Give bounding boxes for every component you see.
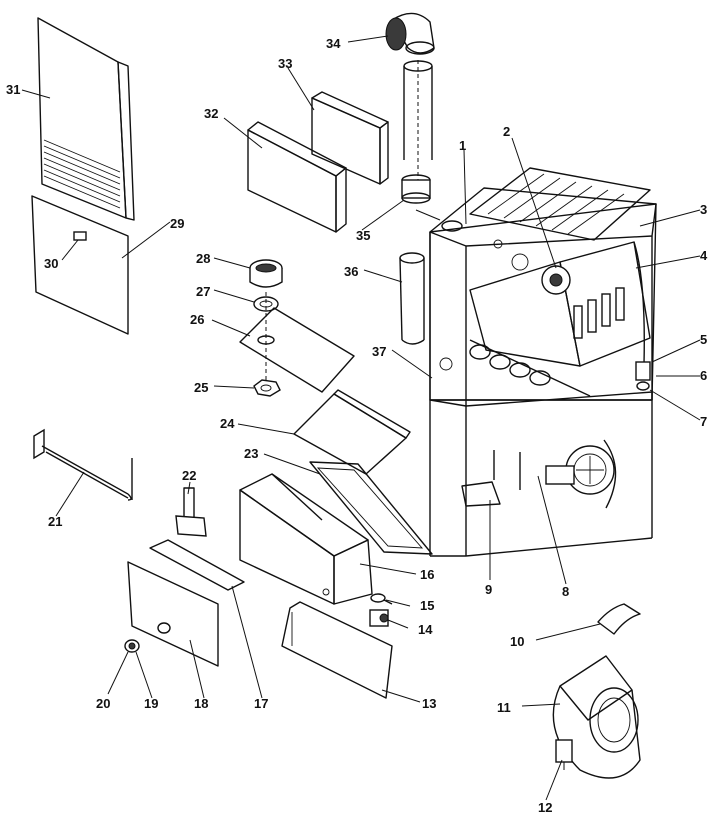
blower-motor — [545, 439, 617, 509]
door-latch — [73, 231, 87, 241]
upper-door-panel — [37, 17, 135, 221]
screw — [370, 593, 393, 605]
callout-17: 17 — [254, 696, 268, 711]
callout-35: 35 — [356, 228, 370, 243]
lower-door-panel — [31, 195, 129, 335]
burner-assembly — [469, 339, 591, 397]
callout-6: 6 — [700, 368, 707, 383]
callout-14: 14 — [418, 622, 433, 637]
pressure-tubing — [633, 241, 651, 391]
callout-11: 11 — [497, 700, 511, 715]
cover-strip — [149, 539, 245, 591]
small-bracket — [175, 487, 207, 537]
callout-1: 1 — [459, 138, 466, 153]
callout-22: 22 — [182, 468, 196, 483]
callout-32: 32 — [204, 106, 218, 121]
callout-9: 9 — [485, 582, 492, 597]
blower-housing — [552, 655, 641, 779]
callout-36: 36 — [344, 264, 358, 279]
callout-24: 24 — [220, 416, 235, 431]
control-bracket — [461, 450, 521, 507]
vent-coupling — [401, 174, 441, 221]
callout-34: 34 — [326, 36, 341, 51]
callout-37: 37 — [372, 344, 386, 359]
callout-19: 19 — [144, 696, 158, 711]
callout-3: 3 — [700, 202, 707, 217]
leader-lines — [21, 35, 701, 801]
callout-27: 27 — [196, 284, 210, 299]
limit-control — [249, 259, 283, 288]
callout-26: 26 — [190, 312, 204, 327]
callout-12: 12 — [538, 800, 552, 815]
filter-box-lower — [247, 121, 347, 233]
callout-23: 23 — [244, 446, 258, 461]
cabinet-opening — [441, 220, 463, 232]
callout-18: 18 — [194, 696, 208, 711]
callout-25: 25 — [194, 380, 208, 395]
filter-box-upper — [311, 91, 389, 185]
cutoff-plate — [597, 603, 641, 635]
vent-pipe-upper — [403, 60, 433, 200]
control-plate — [127, 561, 219, 667]
bracket-plate — [293, 389, 411, 475]
heat-exchanger — [469, 241, 651, 367]
callout-2: 2 — [503, 124, 510, 139]
mounting-plate — [239, 292, 355, 393]
callout-16: 16 — [420, 567, 434, 582]
callout-8: 8 — [562, 584, 569, 599]
callout-31: 31 — [6, 82, 20, 97]
callout-33: 33 — [278, 56, 292, 71]
callout-20: 20 — [96, 696, 110, 711]
callout-13: 13 — [422, 696, 436, 711]
callout-30: 30 — [44, 256, 58, 271]
base-tray — [239, 473, 373, 605]
callout-7: 7 — [700, 414, 707, 429]
callout-10: 10 — [510, 634, 524, 649]
callout-5: 5 — [700, 332, 707, 347]
callout-4: 4 — [700, 248, 708, 263]
callout-28: 28 — [196, 251, 210, 266]
grommet — [124, 639, 140, 653]
filter-frame — [309, 461, 433, 555]
callout-21: 21 — [48, 514, 62, 529]
callout-29: 29 — [170, 216, 184, 231]
callout-labels: 1 2 3 4 5 6 7 8 9 10 11 12 13 14 15 16 1… — [6, 36, 708, 815]
callout-15: 15 — [420, 598, 434, 613]
vent-pipe-lower — [399, 252, 425, 345]
elbow-opening — [385, 17, 407, 51]
door-switch — [369, 609, 389, 627]
support-rod — [33, 428, 133, 501]
vent-elbow — [385, 12, 435, 55]
motor-mount — [555, 739, 573, 770]
hex-nut — [253, 379, 281, 397]
access-panel — [281, 601, 393, 699]
heat-exchanger-top — [469, 167, 651, 241]
inducer-motor — [541, 265, 571, 295]
